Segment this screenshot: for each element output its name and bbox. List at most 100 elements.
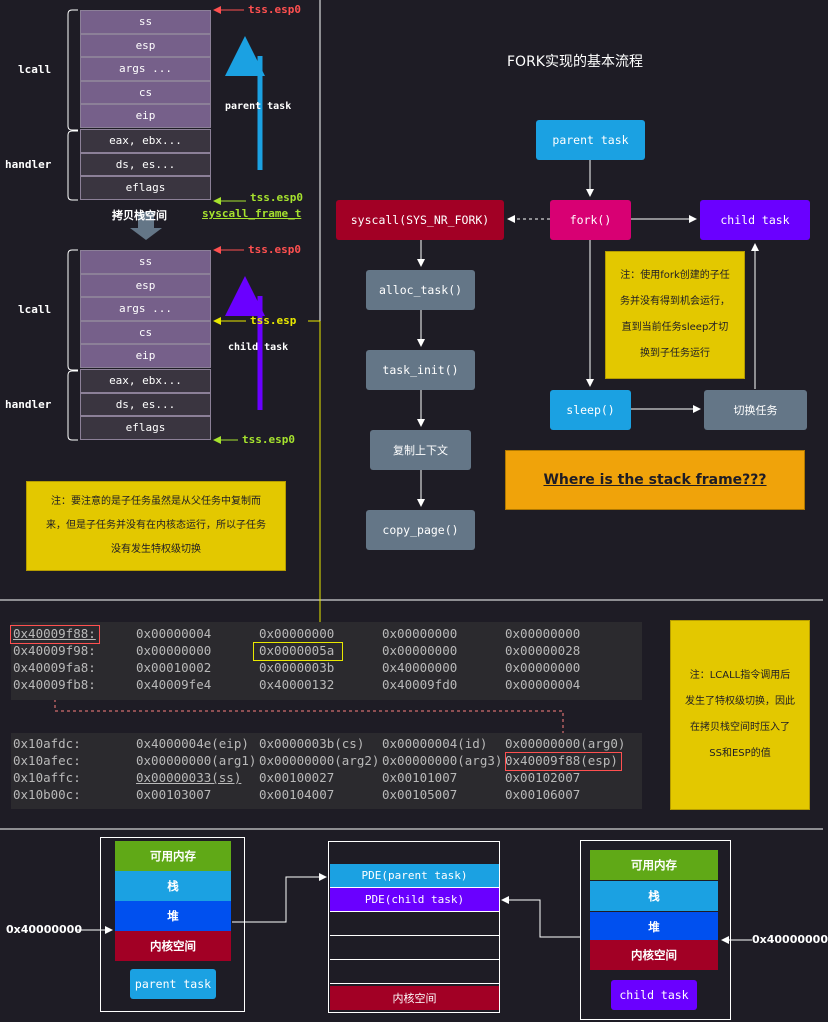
mem1-cell: 0x40009fd0 [382,677,458,692]
addr-left-label: 0x40000000 [6,923,82,936]
mem1-cell: 0x0000005a [259,643,335,658]
stack2-eip: eip [80,344,211,368]
mem2-addr-3: 0x10affc: [13,770,81,785]
flow-copy-context: 复制上下文 [370,430,471,470]
note-flow-line-2: 务并没有得到机会运行， [620,296,730,307]
note-right-line-2: 发生了特权级切换，因此 [685,696,795,707]
pde-kernel: 内核空间 [330,986,499,1010]
mem2-cell: 0x00000004(id) [382,736,488,751]
pde-empty-3 [330,960,499,984]
mem1-cell: 0x00000004 [136,626,212,641]
child-layer-heap: 堆 [590,912,718,942]
note-left-line-1: 注：要注意的是子任务虽然是从父任务中复制而 [51,496,261,507]
child-task-label: child task [611,980,697,1010]
note-flow-line-1: 注：使用fork创建的子任 [620,270,730,281]
flow-copy-page: copy_page() [366,510,475,550]
mem1-cell: 0x40000000 [382,660,458,675]
note-left: 注：要注意的是子任务虽然是从父任务中复制而 来，但是子任务并没有在内核态运行，所… [26,481,286,571]
stack1-tss-esp0-top: tss.esp0 [248,3,301,16]
addr-right-label: 0x40000000 [752,933,828,946]
mem1-highlight-address [10,625,100,644]
mem2-cell: 0x00106007 [505,787,581,802]
flow-child-task: child task [700,200,810,240]
copy-arrow [130,212,162,240]
mem1-addr-1: 0x40009f88: [13,626,96,641]
mem2-cell: 0x00000033(ss) [136,770,242,785]
parent-task-label: parent task [130,969,216,999]
stack2-lcall-label: lcall [18,303,52,316]
flow-switch-task: 切换任务 [704,390,807,430]
stack1-args: args ... [80,57,211,81]
mem1-addr-3: 0x40009fa8: [13,660,96,675]
mem2-cell: 0x0000003b(cs) [259,736,365,751]
mem1-cell: 0x00000028 [505,643,581,658]
lcall-bracket [67,9,78,131]
parent-layer-heap: 堆 [115,901,231,931]
parent-address-space [100,837,245,1012]
stack2-handler-label: handler [5,398,52,411]
stack1-cs: cs [80,80,211,104]
mem1-cell: 0x00010002 [136,660,212,675]
stack-frame-question: Where is the stack frame??? [505,450,805,510]
flow-title: FORK实现的基本流程 [507,54,643,70]
mem1-cell: 0x00000000 [505,626,581,641]
pde-child: PDE(child task) [330,888,499,912]
note-left-line-3: 没有发生特权级切换 [111,544,201,555]
pde-parent: PDE(parent task) [330,864,499,888]
stack1-eip: eip [80,104,211,128]
child-task-arrow-label: child task [228,342,289,353]
note-flow: 注：使用fork创建的子任 务并没有得到机会运行， 直到当前任务sleep才切 … [605,251,745,379]
stack1-lcall-label: lcall [18,63,52,76]
mem2-cell: 0x00000000(arg0) [505,736,626,751]
stack1-ds: ds, es... [80,152,211,176]
mem1-cell: 0x0000003b [259,660,335,675]
parent-layer-stack: 栈 [115,871,231,901]
mem2-highlight-esp [505,752,622,771]
mem1-cell: 0x00000000 [382,643,458,658]
child-layer-stack: 栈 [590,881,718,911]
child-layer-free: 可用内存 [590,850,718,880]
memory-dump-2 [11,733,642,809]
mem1-addr-2: 0x40009f98: [13,643,96,658]
stack2-esp: esp [80,273,211,297]
flow-task-init: task_init() [366,350,475,390]
stack1-ss: ss [80,10,211,34]
mem2-cell: 0x00100027 [259,770,335,785]
stack2-eax: eax, ebx... [80,369,211,393]
syscall-frame-label: syscall_frame_t [202,207,302,220]
stack1-handler-label: handler [5,158,52,171]
mem1-highlight-value [253,642,343,661]
mem1-cell: 0x00000000 [382,626,458,641]
parent-layer-kernel: 内核空间 [115,931,231,961]
note-flow-line-3: 直到当前任务sleep才切 [621,322,729,333]
flow-parent-task: parent task [536,120,645,160]
mem2-addr-4: 0x10b00c: [13,787,81,802]
stack2-cs: cs [80,320,211,344]
pde-empty-2 [330,936,499,960]
stack2-tss-esp0-bottom: tss.esp0 [242,433,295,446]
stack2-ss: ss [80,250,211,274]
stack2-eflags: eflags [80,416,211,440]
mem2-cell: 0x00103007 [136,787,212,802]
flow-sleep: sleep() [550,390,631,430]
mem1-cell: 0x00000000 [136,643,212,658]
memory-dump-1 [11,622,642,700]
stack2-tss-esp: tss.esp [250,314,297,327]
child-address-space [580,840,731,1020]
flow-alloc-task: alloc_task() [366,270,475,310]
stack1-tss-esp0-bottom: tss.esp0 [250,191,303,204]
lcall-bracket-2 [67,249,78,371]
stack2-tss-esp0-top: tss.esp0 [248,243,301,256]
parent-task-arrow-label: parent task [225,101,292,112]
mem2-addr-2: 0x10afec: [13,753,81,768]
parent-layer-free: 可用内存 [115,841,231,871]
mem2-cell: 0x00105007 [382,787,458,802]
copy-stack-label: 拷贝栈空间 [112,209,167,222]
handler-bracket-2 [67,370,78,441]
mem2-addr-1: 0x10afdc: [13,736,81,751]
mem1-cell: 0x00000000 [259,626,335,641]
mem2-cell: 0x00104007 [259,787,335,802]
flow-syscall: syscall(SYS_NR_FORK) [336,200,504,240]
note-right-line-4: SS和ESP的值 [709,748,771,759]
stack1-esp: esp [80,33,211,57]
